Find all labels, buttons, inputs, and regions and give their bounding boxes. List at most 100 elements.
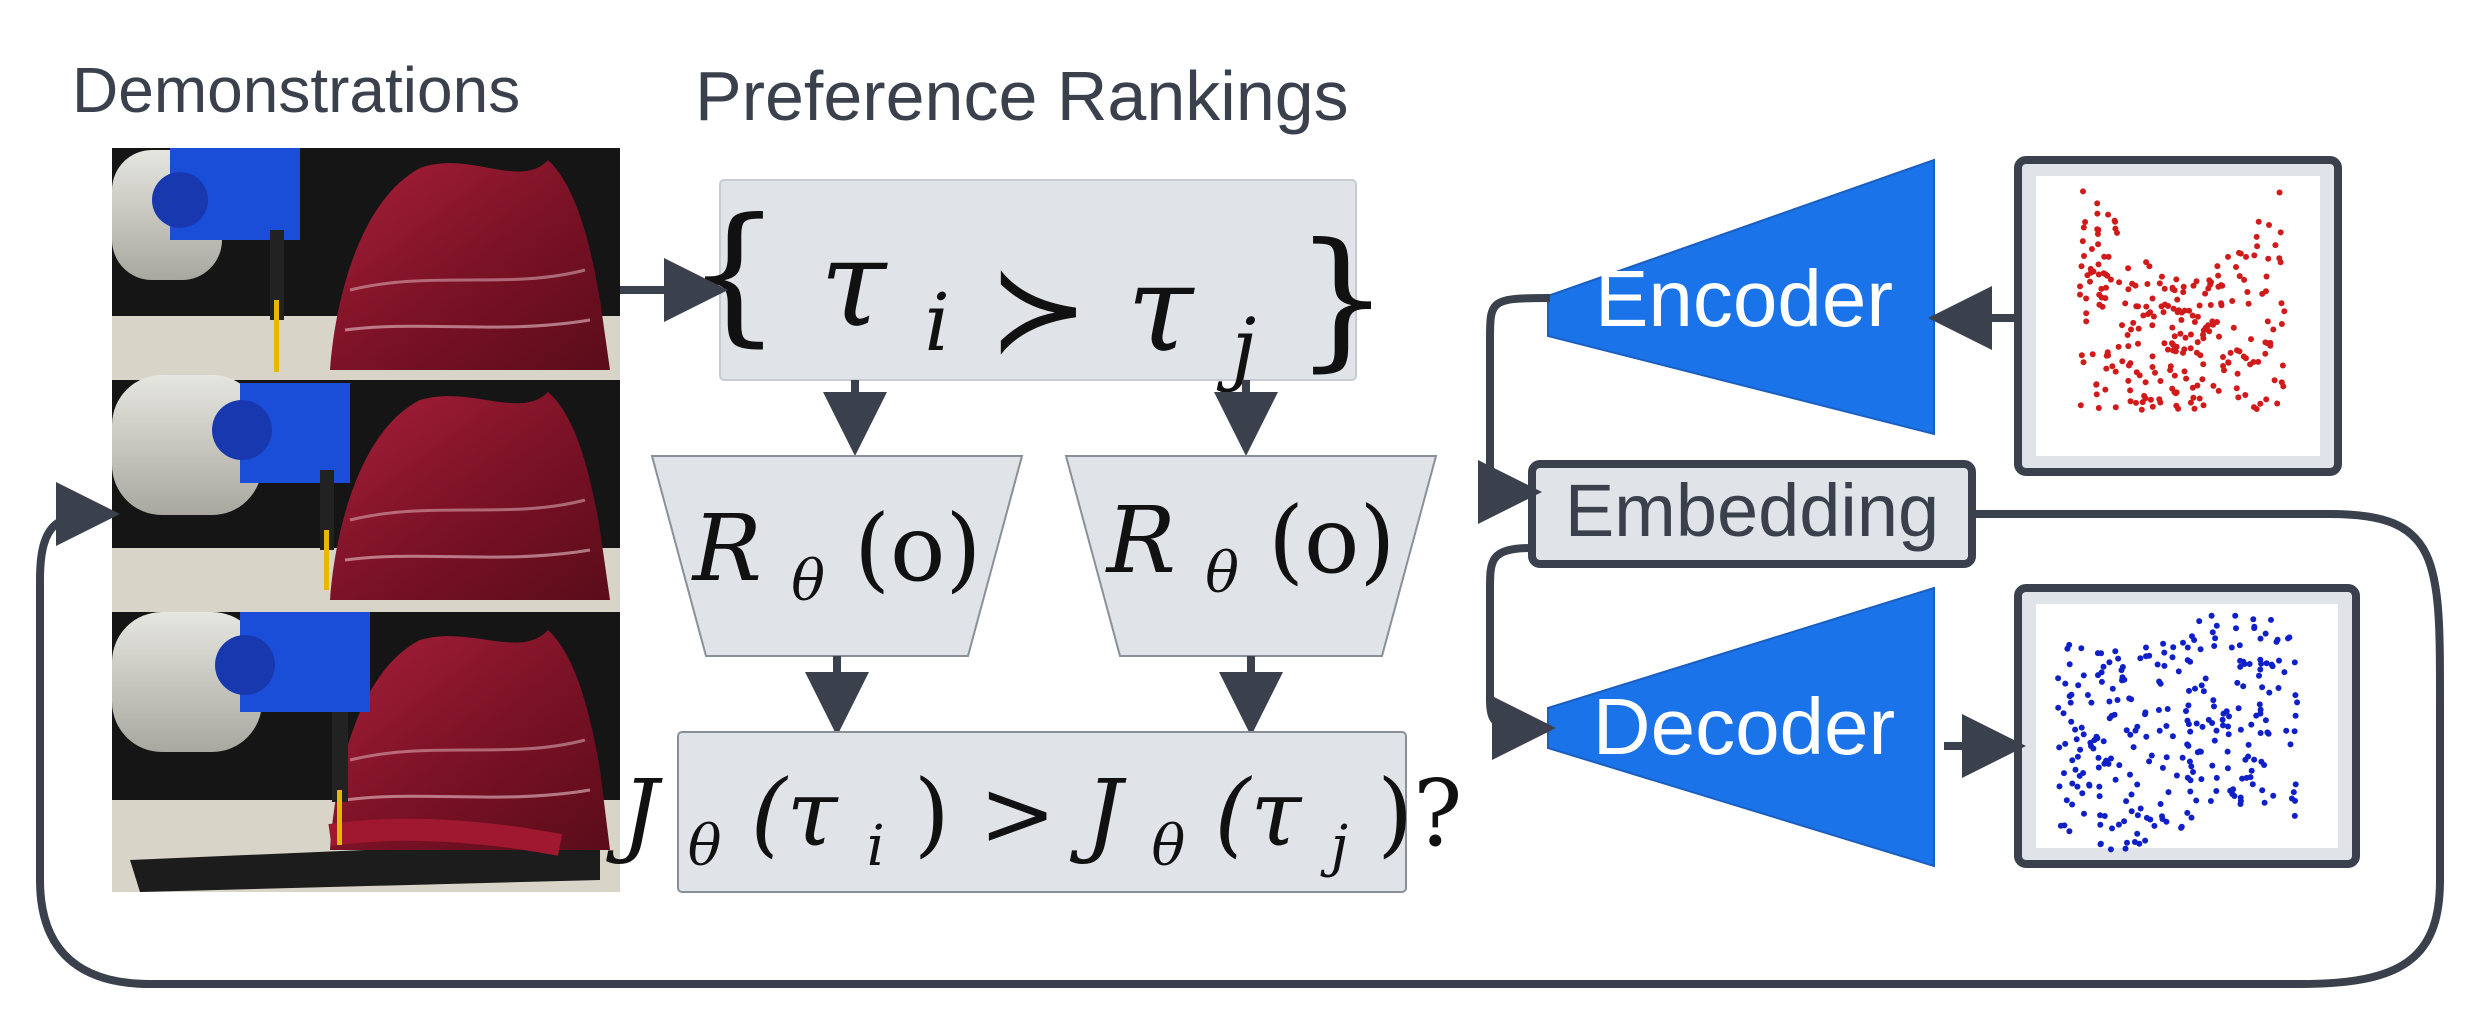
decoder-label: Decoder (1593, 682, 1895, 771)
red-point (2220, 363, 2227, 369)
red-point (2083, 310, 2090, 317)
blue-point (2263, 660, 2270, 667)
blue-point (2134, 781, 2141, 788)
blue-point (2127, 771, 2133, 778)
blue-point (2095, 764, 2102, 771)
blue-point (2245, 741, 2252, 748)
red-point (2216, 333, 2222, 340)
blue-point (2211, 643, 2218, 649)
red-point (2142, 395, 2149, 402)
encoder-label: Encoder (1595, 254, 1893, 343)
blue-point (2078, 724, 2085, 731)
blue-point (2232, 612, 2239, 619)
red-point (2230, 324, 2237, 331)
red-point (2122, 300, 2129, 307)
blue-point (2134, 812, 2141, 819)
red-point (2271, 377, 2278, 384)
red-point (2278, 300, 2285, 307)
blue-point (2096, 793, 2103, 800)
red-point (2094, 210, 2101, 217)
blue-point (2142, 837, 2149, 844)
blue-point (2258, 758, 2265, 765)
blue-point (2248, 767, 2255, 774)
blue-point (2242, 756, 2249, 763)
blue-point (2068, 691, 2075, 698)
red-point (2149, 322, 2156, 329)
blue-point (2077, 746, 2084, 753)
blue-point (2155, 707, 2162, 713)
blue-point (2291, 728, 2298, 735)
red-point (2133, 369, 2140, 376)
blue-point (2237, 726, 2244, 733)
output-point-cloud-panel (2014, 584, 2360, 868)
red-point (2171, 333, 2178, 340)
blue-point (2291, 812, 2298, 819)
red-point (2165, 346, 2171, 353)
blue-point (2114, 697, 2121, 703)
red-point (2125, 265, 2132, 272)
red-point (2276, 255, 2283, 262)
red-point (2095, 271, 2102, 278)
red-point (2191, 319, 2198, 325)
blue-point (2187, 788, 2194, 795)
red-point (2124, 332, 2131, 338)
red-point (2088, 246, 2095, 252)
blue-point (2209, 629, 2216, 636)
red-point (2180, 289, 2187, 296)
blue-point (2161, 649, 2168, 656)
red-point (2210, 382, 2217, 389)
blue-point (2276, 657, 2282, 664)
red-point (2080, 224, 2087, 231)
blue-point (2249, 781, 2256, 788)
embedding-label: Embedding (1565, 469, 1939, 552)
blue-point (2156, 678, 2163, 685)
blue-point (2066, 661, 2073, 668)
red-point (2241, 276, 2248, 283)
red-point (2210, 321, 2217, 328)
red-point (2104, 349, 2111, 356)
red-point (2253, 233, 2260, 240)
red-point (2169, 340, 2175, 347)
red-point (2255, 358, 2262, 365)
red-point (2194, 339, 2201, 346)
red-point (2200, 361, 2207, 368)
red-point (2096, 301, 2103, 308)
blue-point (2187, 777, 2194, 784)
red-point (2128, 326, 2134, 333)
red-point (2077, 283, 2083, 290)
red-point (2218, 302, 2225, 309)
red-point (2193, 278, 2200, 285)
blue-point (2169, 733, 2176, 740)
blue-point (2178, 824, 2185, 831)
comparison-expression: J θ (τ i ) > J θ (τ j )? (606, 760, 1463, 887)
blue-point (2262, 717, 2269, 724)
red-point (2119, 322, 2125, 329)
red-point (2135, 340, 2141, 347)
blue-point (2096, 783, 2103, 790)
blue-point (2056, 783, 2063, 790)
red-point (2080, 359, 2087, 366)
blue-point (2173, 772, 2180, 779)
red-point (2262, 350, 2269, 357)
blue-point (2161, 662, 2168, 669)
blue-point (2118, 667, 2125, 674)
red-point (2181, 368, 2188, 375)
reward-left-label: R θ (o) (691, 495, 982, 622)
red-point (2142, 379, 2149, 386)
red-point (2186, 307, 2193, 314)
blue-point (2243, 774, 2250, 781)
blue-point (2062, 740, 2069, 747)
blue-point (2193, 797, 2200, 804)
blue-point (2103, 757, 2110, 764)
blue-point (2184, 717, 2191, 724)
red-point (2187, 331, 2194, 338)
red-point (2135, 325, 2142, 332)
blue-point (2180, 639, 2186, 646)
blue-point (2257, 635, 2264, 642)
blue-point (2073, 736, 2080, 743)
reward-network-left (650, 455, 1024, 657)
blue-point (2100, 738, 2107, 745)
blue-point (2109, 825, 2115, 832)
red-point (2127, 387, 2134, 394)
red-point (2225, 359, 2232, 366)
